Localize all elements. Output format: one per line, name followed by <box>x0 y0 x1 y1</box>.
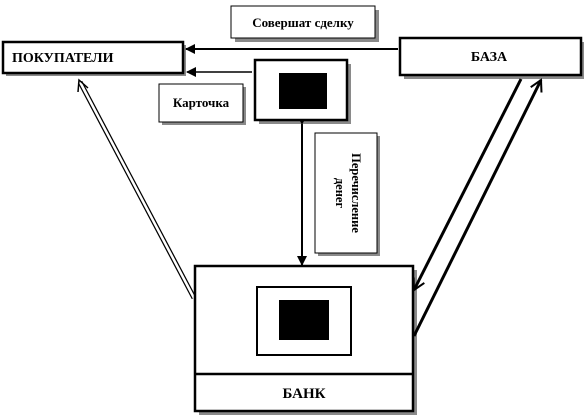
transfer-label-line-1: Перечисление <box>349 153 363 233</box>
buyers-label: ПОКУПАТЕЛИ <box>12 51 114 66</box>
transfer-label-line-2: денег <box>333 178 347 209</box>
deal-label-box <box>230 5 376 39</box>
bank-label: БАНК <box>282 386 325 402</box>
buyers-box <box>1 40 185 75</box>
bank-screen <box>279 300 329 340</box>
card-label-box <box>158 83 244 123</box>
bank-to-base-arrow <box>412 80 541 337</box>
bank-device <box>256 286 352 356</box>
card-screen <box>279 73 327 109</box>
deal-label: Совершат сделку <box>252 15 354 30</box>
transfer-label-box <box>314 132 378 254</box>
base-box <box>398 36 583 77</box>
base-label: БАЗА <box>471 50 508 65</box>
card-label: Карточка <box>173 95 230 110</box>
bank-to-buyers-arrow <box>77 78 197 300</box>
transfer-label: Перечисление денег <box>333 153 363 233</box>
base-to-bank-arrow <box>414 78 523 290</box>
